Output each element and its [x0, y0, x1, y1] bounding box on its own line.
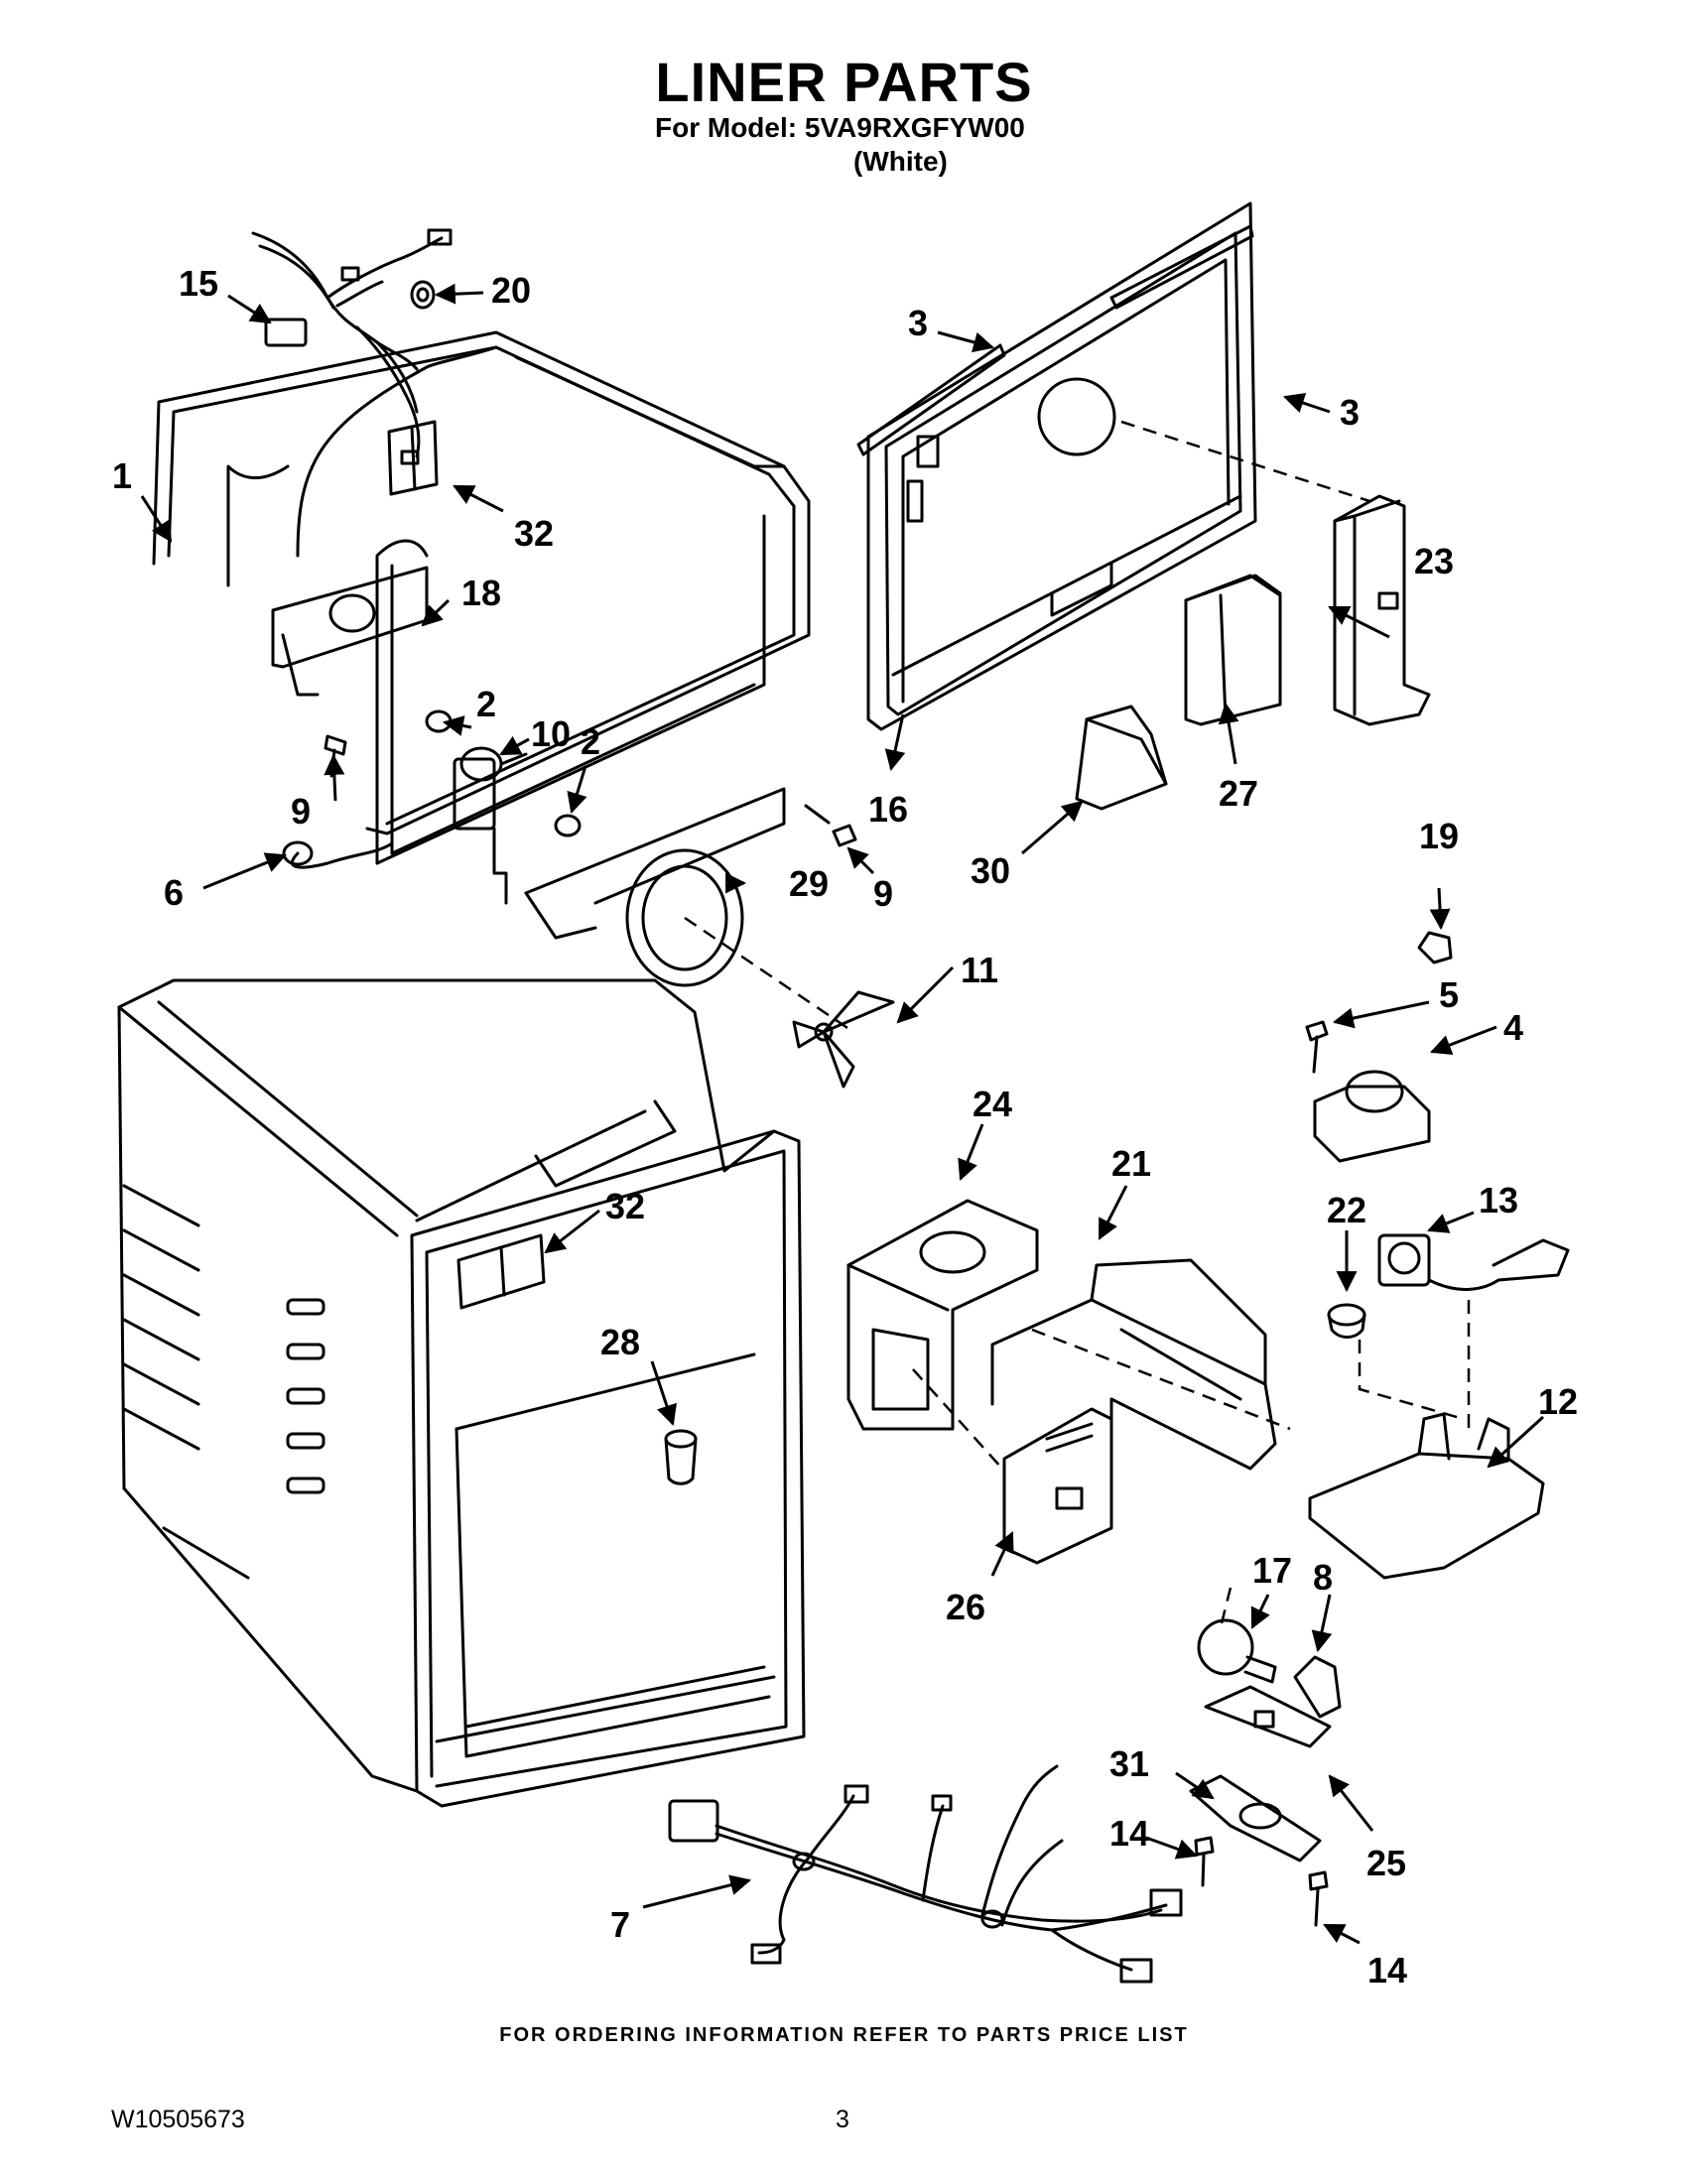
grommet — [410, 280, 436, 310]
clip — [1417, 931, 1453, 964]
vent-slots — [286, 1298, 325, 1494]
callout-8: 8 — [1313, 1557, 1333, 1598]
nut-lower — [554, 814, 582, 837]
air-channel — [990, 1258, 1277, 1471]
screw-socket-left — [1194, 1836, 1215, 1887]
vent-cover-lower — [456, 1233, 546, 1310]
side-louvers — [122, 1184, 250, 1580]
light-housing — [1308, 1412, 1545, 1580]
callout-3-right: 3 — [1340, 392, 1360, 433]
callout-4: 4 — [1503, 1007, 1523, 1048]
page-number: 3 — [836, 2106, 849, 2133]
callout-20: 20 — [491, 270, 531, 311]
ordering-note: FOR ORDERING INFORMATION REFER TO PARTS … — [499, 2024, 1189, 2046]
callout-22: 22 — [1327, 1190, 1366, 1230]
callout-32-lower: 32 — [605, 1186, 645, 1226]
door-gasket-upper — [1109, 224, 1254, 310]
callout-14-left: 14 — [1109, 1813, 1149, 1854]
callout-23: 23 — [1414, 541, 1454, 581]
duct-cover — [1002, 1407, 1113, 1565]
callout-30: 30 — [971, 850, 1010, 891]
callout-18: 18 — [461, 573, 501, 613]
callout-1: 1 — [112, 455, 132, 496]
callout-25: 25 — [1366, 1843, 1406, 1883]
vent-cover-upper — [387, 420, 439, 496]
callout-3-left: 3 — [908, 303, 928, 343]
document-id: W10505673 — [111, 2106, 245, 2133]
air-duct-cover — [1184, 574, 1282, 726]
page-title: LINER PARTS — [655, 51, 1033, 113]
callout-16: 16 — [868, 789, 908, 830]
model-subtitle: For Model: 5VA9RXGFYW00 (White) — [655, 111, 1025, 179]
air-duct-upper — [846, 1199, 1039, 1431]
callout-2-upper: 2 — [476, 684, 496, 724]
light-lens — [1204, 1685, 1332, 1748]
wire-harness-lower — [668, 1764, 1183, 1984]
light-bulb — [1197, 1618, 1277, 1684]
model-line: For Model: 5VA9RXGFYW00 — [655, 112, 1025, 143]
callout-17: 17 — [1252, 1550, 1292, 1591]
damper-duct — [1075, 705, 1168, 811]
callout-2-lower: 2 — [581, 721, 600, 762]
drain-plug — [664, 1429, 698, 1485]
callout-13: 13 — [1479, 1180, 1518, 1220]
callout-27: 27 — [1219, 773, 1258, 814]
thermostat — [1377, 1233, 1570, 1291]
callout-32-upper: 32 — [514, 513, 554, 554]
callout-31: 31 — [1109, 1743, 1149, 1784]
callout-19: 19 — [1419, 816, 1459, 856]
thermostat-ring — [1327, 1303, 1366, 1339]
screw-socket-right — [1308, 1870, 1329, 1927]
defrost-timer — [1313, 1070, 1431, 1163]
fan-shroud — [524, 787, 786, 987]
callout-5: 5 — [1439, 974, 1459, 1015]
fan-motor — [453, 746, 528, 905]
callout-29: 29 — [789, 863, 829, 904]
callout-9-right: 9 — [873, 873, 893, 914]
fresh-food-liner — [117, 978, 806, 1808]
color-line: (White) — [853, 146, 948, 177]
callout-arrows — [140, 283, 1545, 1945]
door-liner — [866, 201, 1257, 731]
callout-10: 10 — [531, 713, 571, 754]
screw-control — [1305, 1020, 1329, 1074]
mounting-bracket — [271, 566, 429, 697]
callout-26: 26 — [946, 1587, 985, 1627]
callout-15: 15 — [179, 263, 218, 304]
callout-7: 7 — [610, 1904, 630, 1945]
callout-9-left: 9 — [291, 791, 311, 832]
control-housing — [1333, 494, 1431, 726]
callout-6: 6 — [164, 872, 184, 913]
callout-14-right: 14 — [1367, 1950, 1407, 1991]
freezer-liner — [152, 330, 811, 865]
light-socket — [1189, 1774, 1322, 1863]
screw-fan-mount — [804, 804, 857, 847]
callout-21: 21 — [1111, 1143, 1151, 1184]
fan-blade — [792, 990, 895, 1089]
control-knob — [1293, 1655, 1342, 1719]
callout-11: 11 — [961, 950, 998, 990]
callout-12: 12 — [1538, 1381, 1578, 1422]
door-gasket-side — [856, 343, 1006, 456]
callout-28: 28 — [600, 1322, 640, 1362]
callout-labels: 1 2 2 3 3 4 5 6 7 8 9 9 10 11 12 13 14 1… — [112, 263, 1578, 1991]
callout-24: 24 — [973, 1084, 1012, 1124]
